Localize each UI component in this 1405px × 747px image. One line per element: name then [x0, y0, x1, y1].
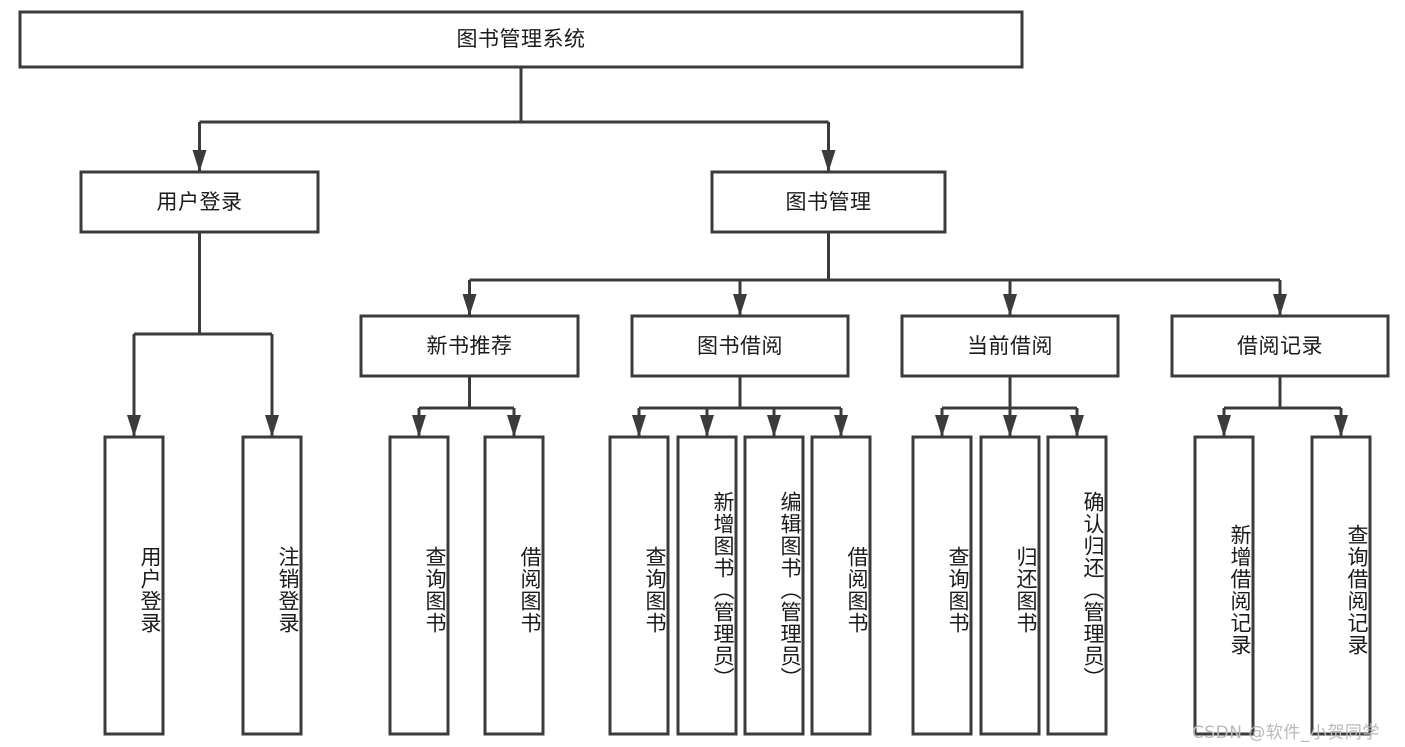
- arrow-head-icon: [1273, 294, 1287, 316]
- node-box-add-borrow-record[interactable]: [1193, 435, 1255, 736]
- arrow-head-icon: [733, 294, 747, 316]
- edges-layer: [127, 67, 1348, 437]
- node-box-new-book-recommend[interactable]: [359, 314, 580, 378]
- node-box-current-borrow[interactable]: [900, 314, 1120, 378]
- node-box-query-borrow-record[interactable]: [1310, 435, 1372, 736]
- arrow-head-icon: [700, 415, 714, 437]
- arrow-head-icon: [192, 150, 207, 172]
- node-box-user-login-do[interactable]: [103, 435, 165, 736]
- arrow-head-icon: [265, 415, 279, 437]
- arrow-head-icon: [935, 415, 949, 437]
- node-box-query-book-2[interactable]: [608, 435, 670, 736]
- node-box-edit-book-admin[interactable]: [743, 435, 805, 736]
- arrow-head-icon: [1334, 415, 1348, 437]
- arrow-head-icon: [412, 415, 426, 437]
- node-box-book-borrow[interactable]: [630, 314, 850, 378]
- node-box-borrow-book-2[interactable]: [810, 435, 872, 736]
- arrow-head-icon: [507, 415, 521, 437]
- arrow-head-icon: [834, 415, 848, 437]
- boxes-layer: [18, 10, 1390, 736]
- arrow-head-icon: [1070, 415, 1084, 437]
- node-box-borrow-record[interactable]: [1170, 314, 1390, 378]
- node-box-user-login[interactable]: [79, 170, 320, 234]
- arrow-head-icon: [821, 150, 836, 172]
- arrow-head-icon: [767, 415, 781, 437]
- arrow-head-icon: [1003, 415, 1017, 437]
- node-box-query-book-1[interactable]: [388, 435, 450, 736]
- arrow-head-icon: [462, 294, 477, 316]
- node-box-book-manage[interactable]: [710, 170, 947, 234]
- node-box-return-book[interactable]: [979, 435, 1041, 736]
- arrow-head-icon: [1217, 415, 1231, 437]
- node-box-add-book-admin[interactable]: [676, 435, 738, 736]
- node-box-borrow-book-1[interactable]: [483, 435, 545, 736]
- node-box-query-book-3[interactable]: [911, 435, 973, 736]
- node-box-root[interactable]: [18, 10, 1024, 69]
- arrow-head-icon: [1003, 294, 1017, 316]
- node-box-user-logout[interactable]: [241, 435, 303, 736]
- arrow-head-icon: [632, 415, 646, 437]
- arrow-head-icon: [127, 415, 141, 437]
- node-box-confirm-return-admin[interactable]: [1046, 435, 1108, 736]
